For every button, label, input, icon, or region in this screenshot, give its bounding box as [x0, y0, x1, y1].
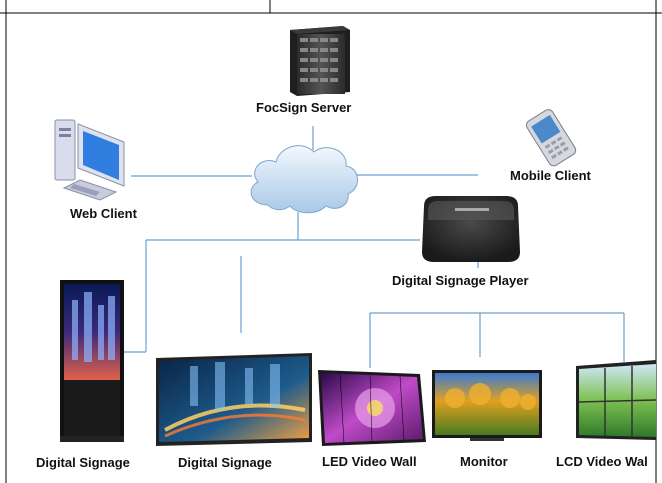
landscape-display-icon — [156, 353, 312, 446]
label-monitor: Monitor — [460, 454, 508, 469]
media-player-icon — [422, 196, 520, 262]
monitor-icon — [432, 370, 542, 441]
lcd-video-wall-icon — [576, 360, 657, 440]
label-web-client: Web Client — [70, 206, 137, 221]
vertical-signage-icon — [60, 280, 124, 442]
label-digital-signage-1: Digital Signage — [36, 455, 130, 470]
label-digital-signage-player: Digital Signage Player — [392, 273, 529, 288]
label-focsign-server: FocSign Server — [256, 100, 352, 115]
mobile-phone-icon — [525, 109, 577, 167]
label-lcd-video-wall: LCD Video Wal — [556, 454, 648, 469]
desktop-computer-icon — [54, 119, 125, 201]
label-led-video-wall: LED Video Wall — [322, 454, 417, 469]
server-icon — [290, 26, 350, 96]
cloud-icon — [250, 145, 358, 214]
led-video-wall-icon — [318, 370, 426, 446]
label-digital-signage-2: Digital Signage — [178, 455, 272, 470]
label-mobile-client: Mobile Client — [510, 168, 591, 183]
connector-lines — [124, 126, 625, 368]
